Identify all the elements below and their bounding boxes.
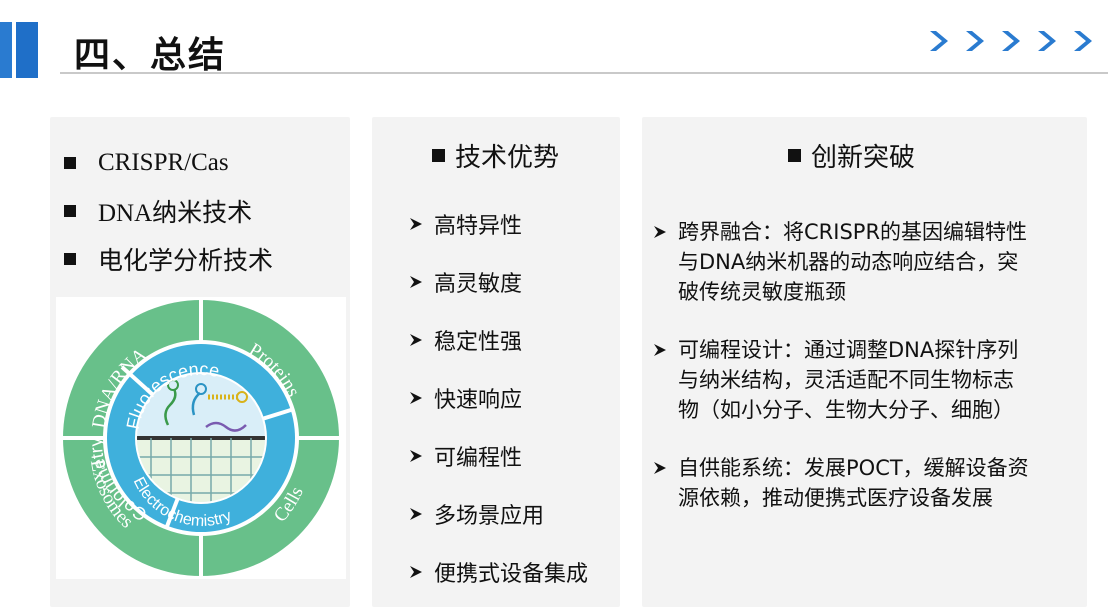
list-item: DNA纳米技术 [64, 187, 273, 235]
square-bullet-icon [64, 253, 76, 265]
arrowhead-bullet-icon [654, 344, 666, 356]
technology-label: DNA纳米技术 [98, 200, 253, 227]
chevron-right-icon [1074, 31, 1092, 51]
arrowhead-bullet-icon [410, 566, 422, 578]
technology-label: 电化学分析技术 [98, 246, 274, 275]
advantages-list: 高特异性 高灵敏度 稳定性强 快速响应 可编程性 多场景应用 便携式设备集成 [408, 195, 588, 601]
text-line: 与DNA纳米机器的动态响应结合，突 [678, 250, 1019, 274]
square-bullet-icon [64, 157, 76, 169]
list-item: 可编程性 [408, 427, 588, 485]
list-item: 电化学分析技术 [64, 235, 273, 283]
square-bullet-icon [64, 205, 76, 217]
arrowhead-bullet-icon [654, 462, 666, 474]
advantage-label: 高灵敏度 [434, 272, 523, 297]
list-item: 便携式设备集成 [408, 543, 588, 601]
text-line: 源依赖，推动便携式医疗设备发展 [678, 486, 993, 510]
text-line: 与纳米结构，灵活适配不同生物标志 [678, 368, 1014, 392]
circular-diagram: DNA/RNA Proteins Exosomes Cells Fluoresc… [56, 297, 346, 579]
advantages-heading: 技术优势 [432, 137, 559, 174]
text-line: 破传统灵敏度瓶颈 [678, 280, 846, 304]
chevron-right-icon [1038, 31, 1056, 51]
list-item: 稳定性强 [408, 311, 588, 369]
list-item: CRISPR/Cas [64, 139, 273, 187]
chevron-right-icon [966, 31, 984, 51]
arrowhead-bullet-icon [410, 218, 422, 230]
advantage-label: 可编程性 [434, 446, 523, 471]
heading-text: 创新突破 [811, 143, 916, 173]
list-item: 高特异性 [408, 195, 588, 253]
chevron-right-icon [1002, 31, 1020, 51]
title-accent-bar [0, 22, 48, 78]
innovation-text: 可编程设计：通过调整DNA探针序列 与纳米结构，灵活适配不同生物标志 物（如小分… [678, 335, 1018, 425]
arrowhead-bullet-icon [654, 226, 666, 238]
text-line: 物（如小分子、生物大分子、细胞） [678, 398, 1014, 422]
advantage-label: 稳定性强 [434, 330, 523, 355]
title-divider [60, 72, 1108, 74]
list-item: 可编程设计：通过调整DNA探针序列 与纳米结构，灵活适配不同生物标志 物（如小分… [652, 335, 1080, 425]
advantage-label: 快速响应 [434, 388, 523, 413]
innovations-panel: 创新突破 跨界融合：将CRISPR的基因编辑特性 与DNA纳米机器的动态响应结合… [642, 117, 1087, 607]
technologies-panel: CRISPR/Cas DNA纳米技术 电化学分析技术 [50, 117, 350, 607]
arrowhead-bullet-icon [410, 450, 422, 462]
list-item: 高灵敏度 [408, 253, 588, 311]
list-item: 快速响应 [408, 369, 588, 427]
list-item: 多场景应用 [408, 485, 588, 543]
chevron-decoration [924, 28, 1096, 54]
square-bullet-icon [432, 149, 445, 162]
arrowhead-bullet-icon [410, 334, 422, 346]
technology-label: CRISPR/Cas [98, 149, 229, 176]
chevron-right-icon [930, 31, 948, 51]
advantage-label: 便携式设备集成 [434, 562, 589, 587]
text-line: 自供能系统：发展POCT，缓解设备资 [678, 456, 1029, 480]
list-item: 自供能系统：发展POCT，缓解设备资 源依赖，推动便携式医疗设备发展 [652, 453, 1080, 513]
technology-list: CRISPR/Cas DNA纳米技术 电化学分析技术 [64, 139, 273, 283]
innovations-heading: 创新突破 [788, 137, 915, 174]
advantage-label: 多场景应用 [434, 504, 545, 529]
innovation-text: 自供能系统：发展POCT，缓解设备资 源依赖，推动便携式医疗设备发展 [678, 453, 1029, 513]
detection-diagram: DNA/RNA Proteins Exosomes Cells Fluoresc… [56, 297, 346, 579]
arrowhead-bullet-icon [410, 508, 422, 520]
page-title: 四、总结 [74, 35, 227, 76]
text-line: 可编程设计：通过调整DNA探针序列 [678, 338, 1019, 362]
text-line: 跨界融合：将CRISPR的基因编辑特性 [678, 220, 1028, 244]
square-bullet-icon [788, 149, 801, 162]
arrowhead-bullet-icon [410, 392, 422, 404]
list-item: 跨界融合：将CRISPR的基因编辑特性 与DNA纳米机器的动态响应结合，突 破传… [652, 217, 1080, 307]
innovation-text: 跨界融合：将CRISPR的基因编辑特性 与DNA纳米机器的动态响应结合，突 破传… [678, 217, 1027, 307]
arrowhead-bullet-icon [410, 276, 422, 288]
advantages-panel: 技术优势 高特异性 高灵敏度 稳定性强 快速响应 可编程性 多场景应用 便携式设… [372, 117, 620, 607]
heading-text: 技术优势 [455, 143, 560, 173]
advantage-label: 高特异性 [434, 214, 523, 239]
innovations-list: 跨界融合：将CRISPR的基因编辑特性 与DNA纳米机器的动态响应结合，突 破传… [652, 217, 1080, 541]
